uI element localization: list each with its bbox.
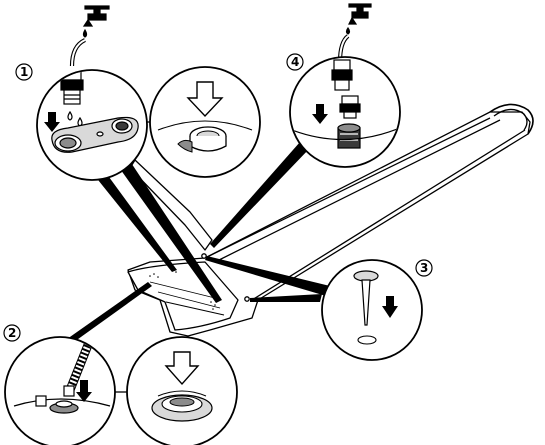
- hollow-arrow-icon: [186, 81, 224, 118]
- step-number-1-ring: [15, 63, 33, 81]
- ground-peg-icon: [361, 279, 371, 326]
- down-arrow-icon: [382, 296, 398, 318]
- step-1-tap: [69, 5, 110, 67]
- step-number-2: 2: [8, 326, 16, 340]
- step-1-cap-circle: [149, 66, 261, 178]
- step-3-detail-circle: [321, 259, 423, 361]
- step-number-2-ring: [3, 324, 21, 342]
- step-4-detail-circle: [289, 56, 401, 168]
- step-1-detail-circle: [36, 69, 148, 181]
- step-number-4: 4: [291, 55, 299, 69]
- down-arrow-icon: [76, 380, 92, 402]
- step-number-4-ring: [286, 53, 304, 71]
- step-2-fitting-circle: [126, 336, 238, 445]
- down-arrow-icon: [44, 112, 60, 132]
- water-drop-icon: [67, 110, 73, 121]
- step-2-detail-circle: [4, 336, 116, 445]
- slide-mat: [127, 103, 534, 337]
- step-number-3-ring: [415, 259, 433, 277]
- hollow-arrow-icon: [164, 351, 200, 386]
- step-number-3: 3: [420, 261, 428, 275]
- down-arrow-icon: [312, 104, 328, 124]
- step-number-1: 1: [20, 65, 28, 79]
- step-4-tap: [337, 3, 372, 63]
